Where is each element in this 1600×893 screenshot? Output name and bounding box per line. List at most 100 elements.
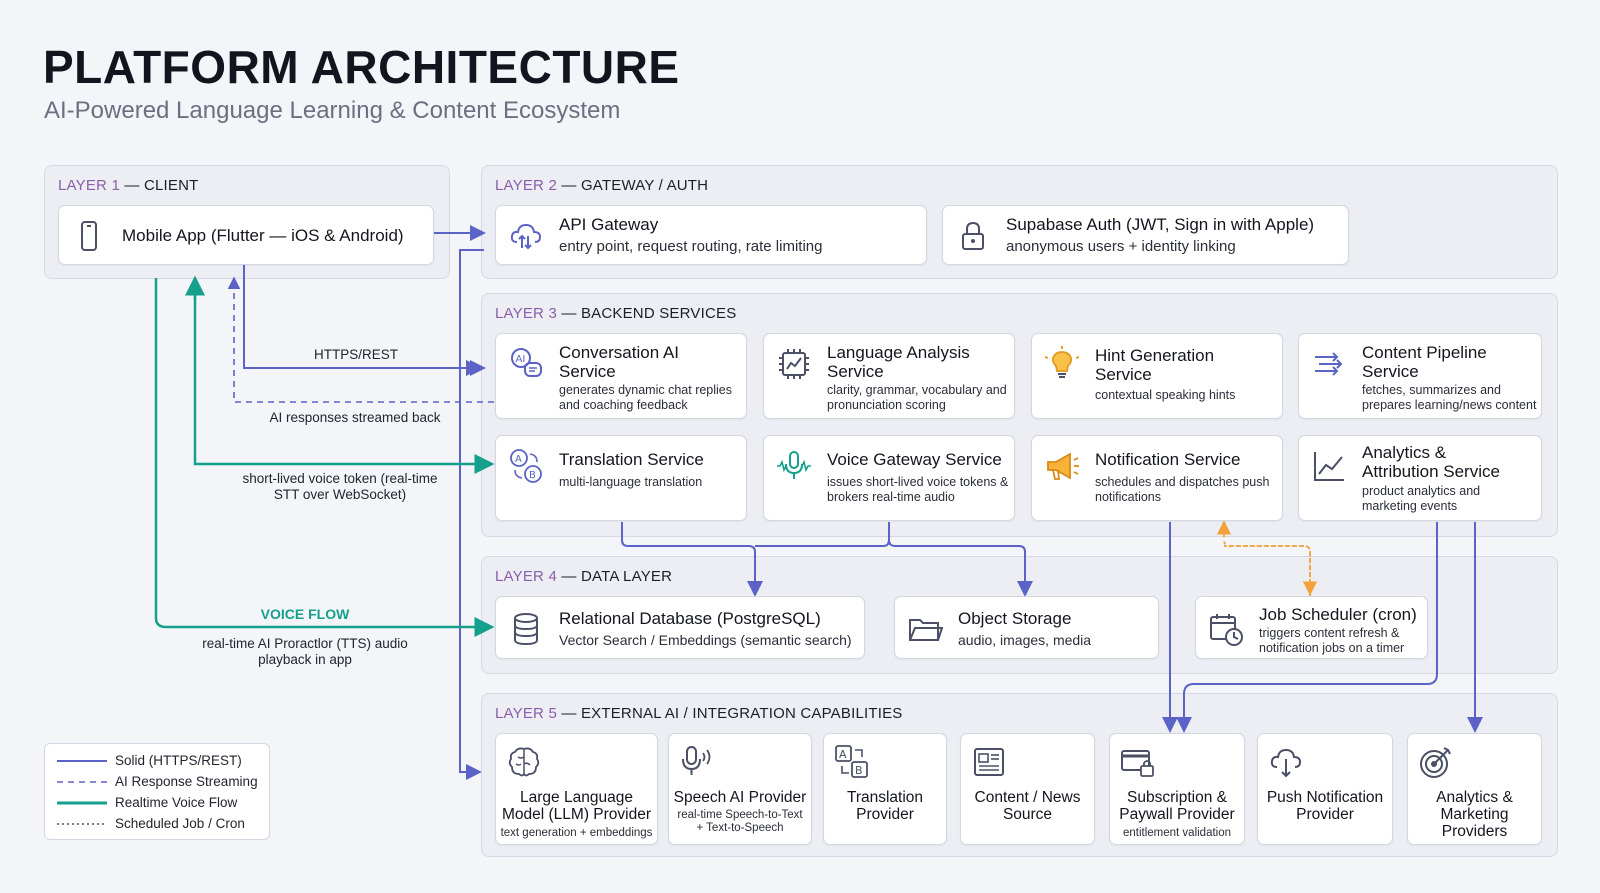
newspaper-icon (974, 748, 1004, 776)
card-title: Content / News Source (974, 789, 1081, 823)
card-hint-generation[interactable]: Hint Generation Service contextual speak… (1031, 333, 1283, 419)
card-desc: product analytics and marketing events (1362, 484, 1481, 513)
card-title: Object Storage (958, 609, 1072, 628)
card-title: Speech AI Provider (673, 789, 807, 806)
card-title: Notification Service (1095, 450, 1241, 469)
flow-label-voice: VOICE FLOW (260, 606, 350, 622)
card-title: Language Analysis Service (827, 343, 970, 381)
layer-label: LAYER 3 — BACKEND SERVICES (495, 305, 737, 322)
card-title: Mobile App (Flutter — iOS & Android) (122, 226, 404, 245)
card-desc: audio, images, media (958, 632, 1092, 648)
card-title: Translation Provider (846, 789, 924, 823)
brain-icon (508, 747, 540, 777)
folder-icon (909, 619, 943, 641)
card-llm-provider[interactable]: Large Language Model (LLM) Provider text… (495, 733, 658, 845)
card-analytics-attribution[interactable]: Analytics & Attribution Service product … (1298, 435, 1542, 521)
arrows-icon (1315, 352, 1343, 376)
card-desc: Vector Search / Embeddings (semantic sea… (559, 632, 852, 648)
card-title: Job Scheduler (cron) (1259, 605, 1417, 624)
card-title: Analytics & Marketing Providers (1436, 789, 1513, 840)
card-title: Push Notification Provider (1266, 789, 1384, 823)
target-icon (1420, 747, 1451, 778)
flow-label-streamed: AI responses streamed back (269, 410, 441, 425)
card-object-storage[interactable]: Object Storage audio, images, media (894, 596, 1159, 659)
cloud-api-icon (510, 223, 542, 250)
card-notification-service[interactable]: Notification Service schedules and dispa… (1031, 435, 1283, 521)
megaphone-icon (1047, 452, 1079, 480)
flow-label-token: short-lived voice token (real-time STT o… (242, 471, 438, 502)
card-desc: triggers content refresh & notification … (1259, 626, 1405, 655)
svg-text:AI: AI (516, 354, 526, 365)
card-title: Voice Gateway Service (827, 450, 1002, 469)
card-desc: real-time Speech-to-Text + Text-to-Speec… (677, 809, 803, 834)
card-desc: clarity, grammar, vocabulary and pronunc… (827, 383, 1007, 412)
card-desc: issues short-lived voice tokens & broker… (827, 475, 1009, 504)
translate-icon: AB (510, 449, 542, 483)
card-push-provider[interactable]: Push Notification Provider (1257, 733, 1393, 845)
lightbulb-icon (1044, 346, 1080, 378)
flow-label-tts: real-time AI Proractlor (TTS) audio play… (202, 636, 408, 667)
svg-text:B: B (529, 470, 536, 481)
card-title: Analytics & Attribution Service (1362, 443, 1500, 481)
card-title: Hint Generation Service (1095, 346, 1215, 384)
card-mobile-app[interactable]: Mobile App (Flutter — iOS & Android) (58, 205, 434, 265)
database-icon (514, 613, 538, 646)
lock-icon (962, 221, 984, 250)
card-title: Relational Database (PostgreSQL) (559, 609, 821, 628)
microphone-wave-icon (777, 451, 811, 479)
card-content-pipeline[interactable]: Content Pipeline Service fetches, summar… (1298, 333, 1542, 419)
card-desc: entitlement validation (1122, 827, 1232, 839)
card-title: Content Pipeline Service (1362, 343, 1487, 381)
flow-label-https: HTTPS/REST (313, 347, 398, 362)
card-title: Conversation AI Service (559, 343, 680, 381)
card-title: Translation Service (559, 450, 704, 469)
smartphone-icon (81, 221, 97, 251)
card-desc: text generation + embeddings (500, 827, 653, 839)
layer-label: LAYER 1 — CLIENT (58, 177, 199, 194)
card-supabase-auth[interactable]: Supabase Auth (JWT, Sign in with Apple) … (942, 205, 1349, 265)
layer-label: LAYER 2 — GATEWAY / AUTH (495, 177, 709, 194)
card-title: Supabase Auth (JWT, Sign in with Apple) (1006, 215, 1315, 234)
card-title: Large Language Model (LLM) Provider (501, 789, 652, 823)
card-news-source[interactable]: Content / News Source (960, 733, 1095, 845)
card-lock-icon (1121, 750, 1154, 777)
card-desc: contextual speaking hints (1095, 388, 1236, 402)
card-language-analysis[interactable]: Language Analysis Service clarity, gramm… (763, 333, 1015, 419)
card-relational-db[interactable]: Relational Database (PostgreSQL) Vector … (495, 596, 865, 659)
card-desc: anonymous users + identity linking (1006, 238, 1236, 255)
card-voice-gateway[interactable]: Voice Gateway Service issues short-lived… (763, 435, 1015, 521)
legend: Solid (HTTPS/REST) AI Response Streaming… (44, 743, 270, 840)
card-desc: schedules and dispatches push notificati… (1095, 475, 1270, 504)
card-title: API Gateway (559, 215, 659, 234)
page-title: PLATFORM ARCHITECTURE (43, 41, 680, 93)
cloud-push-icon (1270, 748, 1302, 778)
wire-voice-flow (154, 278, 495, 637)
mic-sound-icon (682, 746, 711, 775)
card-job-scheduler[interactable]: Job Scheduler (cron) triggers content re… (1195, 596, 1428, 659)
card-api-gateway[interactable]: API Gateway entry point, request routing… (495, 205, 927, 265)
trend-chart-icon (1314, 452, 1344, 481)
ai-chat-icon: AI (511, 348, 542, 377)
card-desc: fetches, summarizes and prepares learnin… (1362, 383, 1537, 412)
calendar-clock-icon (1210, 614, 1243, 646)
wire-streaming (227, 276, 494, 403)
card-subscription-provider[interactable]: Subscription & Paywall Provider entitlem… (1109, 733, 1245, 845)
layer-label: LAYER 5 — EXTERNAL AI / INTEGRATION CAPA… (495, 705, 903, 722)
card-desc: multi-language translation (559, 475, 703, 489)
svg-text:A: A (839, 748, 847, 761)
card-title: Subscription & Paywall Provider (1119, 789, 1235, 823)
wire-voice-token (193, 278, 495, 474)
translate-box-icon: AB (835, 745, 868, 778)
card-speech-ai-provider[interactable]: Speech AI Provider real-time Speech-to-T… (668, 733, 812, 845)
card-desc: generates dynamic chat replies and coach… (559, 383, 733, 412)
chip-chart-icon (779, 349, 809, 379)
svg-text:A: A (515, 454, 522, 465)
card-marketing-providers[interactable]: Analytics & Marketing Providers (1407, 733, 1542, 845)
layer-label: LAYER 4 — DATA LAYER (495, 568, 673, 585)
card-conversation-ai[interactable]: AI Conversation AI Service generates dyn… (495, 333, 747, 419)
card-desc: entry point, request routing, rate limit… (559, 238, 823, 255)
page-subtitle: AI-Powered Language Learning & Content E… (44, 97, 621, 124)
svg-text:B: B (855, 764, 863, 777)
